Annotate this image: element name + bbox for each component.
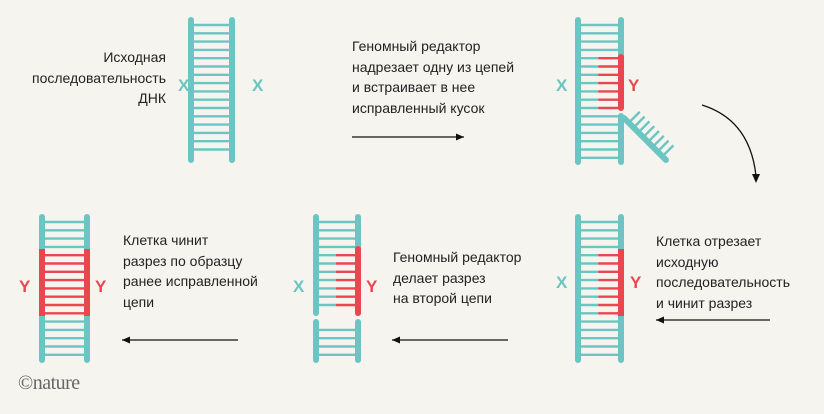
caption-line: исправленный кусок <box>352 99 485 116</box>
displaced-strand-rung <box>632 115 646 129</box>
step5-left-label: Y <box>19 277 31 296</box>
caption-line: делает разрез <box>393 269 486 286</box>
caption-line: Геномный редактор <box>393 249 522 265</box>
caption-line: последовательность <box>656 274 790 290</box>
step5-caption: Клетка чинит разрез по образцу ранее исп… <box>123 230 258 312</box>
caption-line: ранее исправленной <box>123 273 258 289</box>
displaced-strand <box>621 115 669 163</box>
step4-left-label: X <box>293 277 305 296</box>
step3-right-label: Y <box>630 273 642 292</box>
displaced-strand-rung <box>651 134 665 148</box>
caption-line: и чинит разрез <box>656 294 753 311</box>
displaced-strand-rung <box>642 125 656 139</box>
caption-line: разрез по образцу <box>123 252 243 269</box>
displaced-strand-rung <box>627 110 641 124</box>
step1-left-label: X <box>178 76 190 95</box>
step2-caption: Геномный редактор надрезает одну из цепе… <box>352 36 514 118</box>
caption-line: надрезает одну из цепей <box>352 58 515 75</box>
displaced-strand-rung <box>647 130 660 143</box>
step1-caption: Исходная последовательность ДНК <box>0 47 166 109</box>
caption-line: на второй цепи <box>393 290 492 306</box>
nature-logo: ©nature <box>18 372 80 394</box>
displaced-strand-rung <box>637 120 651 134</box>
step2-right-label: Y <box>628 76 640 95</box>
step5-right-label: Y <box>95 277 107 296</box>
step2-left-label: X <box>556 76 568 95</box>
caption-line: ДНК <box>138 90 166 106</box>
caption-line: Исходная <box>103 49 166 65</box>
step4-right-label: Y <box>366 277 378 296</box>
step3-left-label: X <box>556 273 568 292</box>
curved-arrow <box>701 104 757 177</box>
caption-line: последовательность <box>32 69 166 86</box>
arrow-head <box>656 316 664 324</box>
caption-line: исходную <box>656 253 719 270</box>
step4-caption: Геномный редактор делает разрез на второ… <box>393 247 521 309</box>
arrow-head <box>456 133 464 141</box>
displaced-strand-rung <box>656 139 670 153</box>
arrow-head <box>752 174 760 183</box>
arrow-head <box>392 336 400 344</box>
caption-line: и встраивает в нее <box>352 79 476 95</box>
arrow-head <box>122 336 130 344</box>
caption-line: Геномный редактор <box>352 38 481 54</box>
caption-line: Клетка чинит <box>123 232 209 248</box>
caption-line: Клетка отрезает <box>656 233 762 249</box>
caption-line: цепи <box>123 293 155 310</box>
step1-right-label: X <box>252 76 264 95</box>
displaced-strand-rung <box>661 144 675 158</box>
step3-caption: Клетка отрезает исходную последовательно… <box>656 231 790 313</box>
